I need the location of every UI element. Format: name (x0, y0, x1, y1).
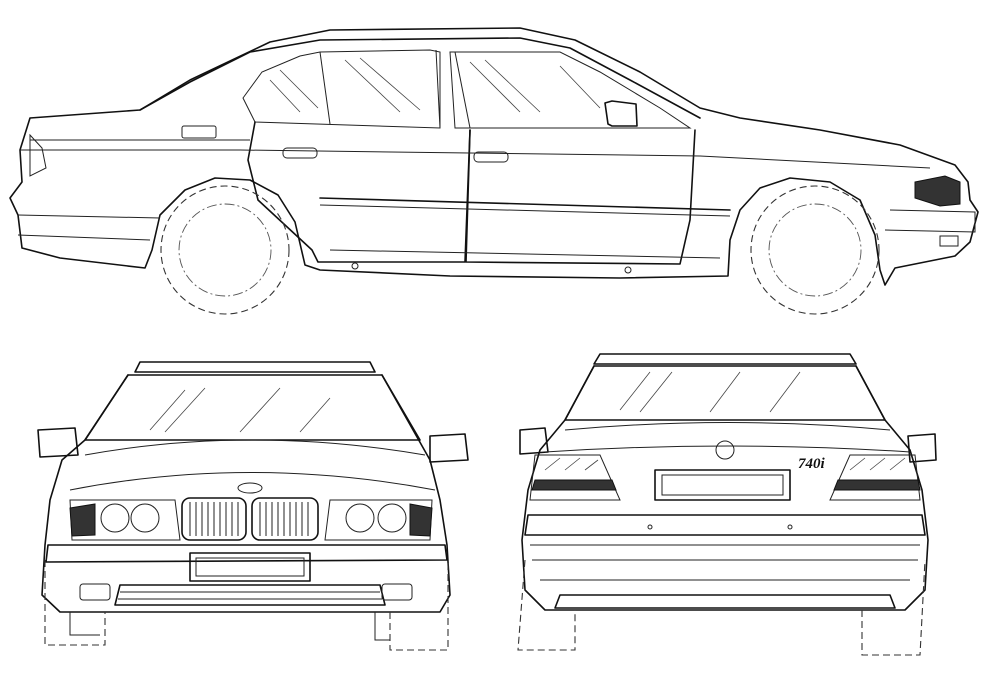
side-rear-door (247, 121, 471, 263)
side-front-wheel (750, 185, 880, 315)
front-badge (237, 482, 263, 494)
rear-left-taillight (529, 454, 621, 501)
front-air-intake (114, 584, 386, 606)
rear-window (564, 365, 886, 421)
side-front-window (449, 51, 692, 129)
side-rear-handle (282, 147, 318, 159)
front-view (37, 361, 469, 651)
front-roof (134, 361, 376, 373)
front-body-outline (41, 374, 451, 613)
front-left-headlight (69, 499, 181, 541)
side-fuel-door (181, 125, 217, 139)
rear-right-tyre (861, 559, 926, 656)
front-kidney-grille (181, 497, 319, 541)
rear-bumper (524, 514, 926, 536)
front-right-tyre (389, 560, 449, 651)
rear-view: 740i (517, 353, 937, 656)
rear-roof (593, 353, 857, 365)
side-body-outline (9, 27, 979, 286)
front-right-headlight (324, 499, 433, 541)
rear-right-taillight (829, 454, 921, 501)
side-rear-wheel (160, 185, 290, 315)
front-left-mirror (37, 427, 79, 458)
side-front-door (465, 129, 696, 265)
side-headlight (914, 175, 961, 207)
rear-exhaust-valance (554, 594, 896, 609)
side-mirror (604, 100, 638, 127)
side-view (9, 27, 979, 315)
front-left-foglight (79, 583, 111, 601)
side-front-handle (473, 151, 509, 163)
front-windscreen (84, 374, 421, 441)
rear-model-badge: 740i (798, 456, 826, 472)
rear-right-mirror (907, 433, 937, 463)
front-right-mirror (429, 433, 469, 463)
front-license-plate (189, 552, 311, 582)
side-window-frame (242, 49, 441, 129)
front-left-tyre (44, 560, 106, 646)
front-right-foglight (381, 583, 413, 601)
rear-badge (715, 440, 735, 460)
rear-left-tyre (517, 559, 576, 651)
rear-body-outline (521, 365, 929, 611)
side-roofline (139, 37, 701, 119)
rear-left-mirror (519, 427, 549, 455)
side-taillight (29, 133, 47, 177)
front-bumper (45, 544, 448, 563)
rear-license-plate (654, 469, 791, 501)
